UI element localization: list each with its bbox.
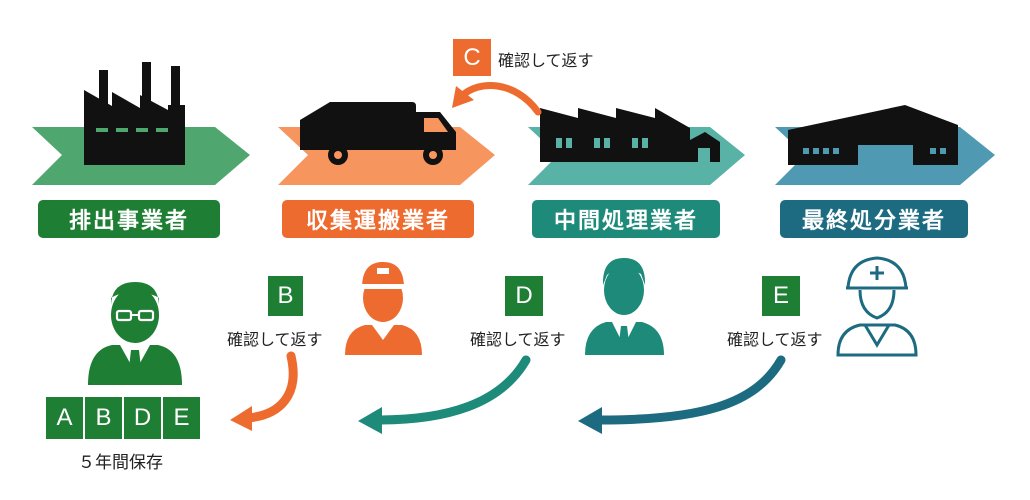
storage-box-b: B <box>85 397 122 439</box>
step-e-box: E <box>762 276 800 316</box>
return-arrow-b <box>230 351 298 431</box>
storage-box-d: D <box>124 397 161 439</box>
step-c-box: C <box>453 39 491 76</box>
return-arrow-d <box>358 355 531 434</box>
storage-caption: ５年間保存 <box>78 453 163 473</box>
factory-icon <box>84 62 185 165</box>
step-c-text: 確認して返す <box>498 51 594 70</box>
return-arrow-e <box>578 355 786 434</box>
discharger-person-icon <box>88 282 182 385</box>
transporter-person-icon <box>345 262 422 355</box>
stage-label-final: 最終処分業者 <box>780 200 968 238</box>
step-e-text: 確認して返す <box>727 330 823 349</box>
step-d-box: D <box>505 276 543 316</box>
intermediate-person-icon <box>585 258 664 355</box>
step-b-box: B <box>268 276 303 316</box>
warehouse-icon <box>788 105 958 165</box>
storage-box-a: A <box>46 397 83 439</box>
return-arrow-c <box>452 82 542 116</box>
stage-label-transporter: 収集運搬業者 <box>282 200 474 238</box>
processing-plant-icon <box>540 108 720 162</box>
garbage-truck-icon <box>300 102 456 165</box>
stage-label-discharger: 排出事業者 <box>38 200 220 238</box>
stage-label-intermediate: 中間処理業者 <box>532 200 720 238</box>
step-d-text: 確認して返す <box>470 330 566 349</box>
storage-box-e: E <box>163 397 200 439</box>
final-disposal-person-icon <box>836 256 918 357</box>
step-b-text: 確認して返す <box>227 330 323 349</box>
